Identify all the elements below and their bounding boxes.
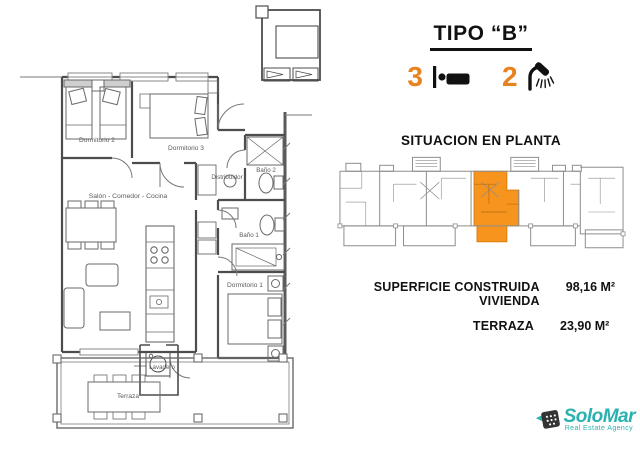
miniplan-linework (337, 156, 626, 249)
dormitorio3-furniture (139, 80, 219, 139)
floorplan-room-labels: Dormitorio 2 Dormitorio 3 Baño 2 Distrib… (79, 137, 276, 400)
bathrooms-badge: 2 (502, 62, 555, 92)
dormitorio2-furniture (63, 79, 131, 140)
room-label-distribuidor: Distribuidor (211, 174, 242, 181)
situacion-miniplan (337, 156, 626, 249)
shower-icon (527, 62, 554, 91)
highlighted-unit-interior (474, 183, 519, 213)
terraza-area-label: TERRAZA (472, 319, 534, 333)
door-arcs (79, 103, 246, 379)
kitchen-counter (145, 164, 217, 343)
bano1-fixtures (221, 207, 285, 271)
room-label-lavadero: Lavadero (149, 364, 175, 371)
terraza-area-row: TERRAZA 23,90 M² (330, 319, 626, 333)
bed-icon (433, 66, 470, 88)
room-label-salon: Salón - Comedor - Cocina (89, 193, 168, 200)
agency-brand-name: SoloMar (563, 405, 636, 427)
vivienda-area-label: SUPERFICIE CONSTRUIDA VIVIENDA (373, 280, 540, 308)
room-label-terraza: Terraza (117, 393, 139, 400)
vivienda-area-row: SUPERFICIE CONSTRUIDA VIVIENDA 98,16 M² (330, 280, 626, 308)
situacion-heading: SITUACION EN PLANTA (401, 133, 561, 148)
stairwell-core (255, 5, 321, 82)
terraza-area-value: 23,90 M² (560, 319, 610, 333)
agency-tagline: Real Estate Agency (564, 424, 633, 432)
bathrooms-count: 2 (502, 61, 518, 92)
vivienda-area-value: 98,16 M² (565, 280, 616, 294)
terraza-structure (52, 353, 294, 429)
bedrooms-badge: 3 (407, 63, 472, 91)
room-label-dormitorio1: Dormitorio 1 (227, 282, 263, 289)
lavadero-room (134, 344, 179, 396)
room-label-bano2: Baño 2 (256, 167, 276, 174)
highlighted-unit (473, 170, 520, 243)
bedrooms-count: 3 (407, 61, 423, 92)
apartment-floorplan: Dormitorio 2 Dormitorio 3 Baño 2 Distrib… (20, 5, 321, 429)
room-label-bano1: Baño 1 (239, 232, 259, 239)
room-label-dormitorio3: Dormitorio 3 (168, 145, 204, 152)
info-panel: TIPO “B” 3 2 (330, 0, 632, 333)
floorplan-thin-lines (20, 76, 312, 326)
agency-logo-icon (535, 410, 560, 429)
feature-badges: 3 2 (330, 59, 632, 95)
area-summary: SUPERFICIE CONSTRUIDA VIVIENDA 98,16 M² … (330, 280, 632, 333)
agency-logo: SoloMar Real Estate Agency (535, 404, 636, 448)
salon-furniture (63, 200, 131, 331)
bano2-fixtures (223, 136, 284, 194)
room-label-dormitorio2: Dormitorio 2 (79, 137, 115, 144)
page-title: TIPO “B” (430, 22, 532, 51)
